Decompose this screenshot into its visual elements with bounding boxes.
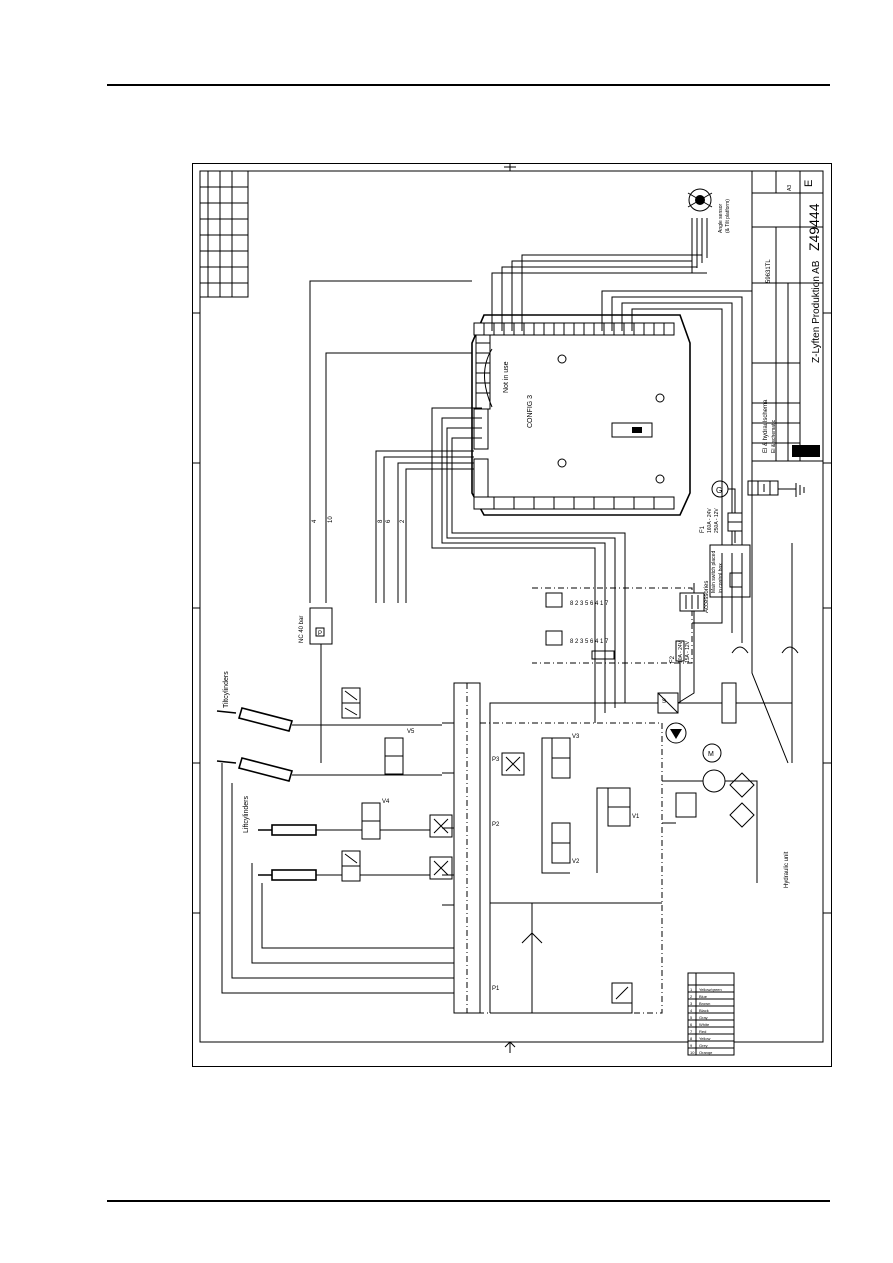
svg-text:160A - 24V: 160A - 24V bbox=[707, 508, 713, 533]
footer-rule bbox=[107, 1200, 830, 1202]
svg-text:10: 10 bbox=[690, 1050, 695, 1055]
not-in-use-label: Not in use bbox=[503, 361, 510, 393]
fuse-f1-label: F1 bbox=[700, 525, 706, 533]
valve-v5-label: V5 bbox=[407, 729, 415, 735]
svg-text:Gray: Gray bbox=[699, 1015, 708, 1020]
drawing-subtitle: El & schematic bbox=[771, 419, 777, 453]
port-p2-label: P2 bbox=[492, 822, 500, 828]
board-wiring bbox=[431, 254, 753, 583]
solenoid-label: S bbox=[662, 699, 666, 705]
svg-text:2: 2 bbox=[690, 994, 693, 999]
motor-label: M bbox=[708, 751, 714, 758]
reference-number: 59631TL bbox=[766, 259, 772, 283]
svg-text:6: 6 bbox=[690, 1022, 693, 1027]
valve-v2-label: V2 bbox=[572, 859, 580, 865]
svg-text:9: 9 bbox=[690, 1043, 693, 1048]
svg-text:5: 5 bbox=[690, 1015, 693, 1020]
valve-block-left: V5 V4 bbox=[341, 687, 453, 882]
outer-frame bbox=[192, 163, 832, 1067]
wire-number-8: 8 bbox=[378, 519, 384, 523]
svg-text:250A - 12V: 250A - 12V bbox=[714, 508, 720, 533]
svg-text:White: White bbox=[699, 1022, 710, 1027]
svg-text:Grey: Grey bbox=[699, 1043, 708, 1048]
valve-v4-label: V4 bbox=[382, 799, 390, 805]
wire-number-4: 4 bbox=[312, 519, 318, 523]
angle-sensor: Angle sensor (& Tilt platform) bbox=[687, 188, 731, 273]
main-switch-label: Main switch placed bbox=[711, 551, 717, 593]
accessories-label: Accessories bbox=[704, 581, 710, 613]
svg-text:10A - 24V: 10A - 24V bbox=[678, 640, 684, 663]
svg-text:1: 1 bbox=[690, 987, 693, 992]
svg-text:15A - 12V: 15A - 12V bbox=[685, 640, 691, 663]
power-supply: F1 160A - 24V 250A - 12V G bbox=[700, 480, 805, 763]
electrical-hydraulic-schematic: E Z49444 Z-Lyften Produktion AB 59631TL … bbox=[192, 163, 832, 1067]
tiltcylinders-label: Tiltcylinders bbox=[223, 671, 230, 708]
tilt-cylinders: Tiltcylinders bbox=[216, 671, 442, 782]
company-name: Z-Lyften Produktion AB bbox=[811, 260, 822, 363]
svg-text:P: P bbox=[318, 631, 322, 637]
relay-and-fuse-f2: S F2 10A - 24V 15A - 12V bbox=[657, 583, 737, 724]
hydraulic-unit: V3 V2 V1 bbox=[480, 702, 792, 1014]
wire-number-2: 2 bbox=[400, 519, 406, 523]
generator-label: G bbox=[716, 486, 722, 495]
port-p3-label: P3 bbox=[492, 757, 500, 763]
svg-text:3: 3 bbox=[690, 1001, 693, 1006]
drawing-number: Z49444 bbox=[806, 203, 822, 251]
control-board: Not in use CONFIG 3 bbox=[471, 314, 691, 516]
port-p1-label: P1 bbox=[492, 986, 500, 992]
svg-text:Yellow: Yellow bbox=[699, 1036, 711, 1041]
wire-number-10: 10 bbox=[328, 516, 334, 523]
drawing-title: El & hydraulschema bbox=[763, 399, 769, 453]
valve-v1-label: V1 bbox=[632, 814, 640, 820]
angle-sensor-sublabel: (& Tilt platform) bbox=[725, 199, 731, 233]
fuse-f2-label: F2 bbox=[670, 655, 676, 663]
svg-text:Orange: Orange bbox=[699, 1050, 713, 1055]
svg-text:Blue: Blue bbox=[699, 994, 708, 999]
sheet-size: A3 bbox=[787, 185, 793, 191]
config-label: CONFIG 3 bbox=[527, 395, 534, 428]
connector-b-pins: 8 2 3 5 6 4 1 7 bbox=[570, 639, 609, 645]
connector-a-pins: 8 2 3 5 6 4 1 7 bbox=[570, 601, 609, 607]
connector-blocks: 8 2 3 5 6 4 1 7 8 2 3 5 6 4 1 7 bbox=[532, 587, 705, 664]
svg-text:Brown: Brown bbox=[699, 1001, 710, 1006]
svg-text:Yellow/green: Yellow/green bbox=[699, 987, 722, 992]
left-wiring bbox=[309, 280, 474, 603]
pump-motor-group: M Hydraulic unit bbox=[662, 722, 790, 888]
nc-valve-label: NC 40 bar bbox=[299, 616, 305, 643]
manifold: P1 P2 P3 bbox=[221, 682, 500, 1014]
svg-text:4: 4 bbox=[690, 1008, 693, 1013]
svg-text:Black: Black bbox=[699, 1008, 709, 1013]
accessories-box: Accessories Main switch placed in contro… bbox=[704, 544, 799, 654]
svg-text:8: 8 bbox=[690, 1036, 693, 1041]
revision-grid bbox=[199, 170, 249, 298]
header-rule bbox=[107, 84, 830, 86]
liftcylinders-label: Liftcylinders bbox=[243, 796, 250, 833]
inner-frame bbox=[199, 170, 824, 1043]
valve-v3-label: V3 bbox=[572, 734, 580, 740]
pressure-switch: P NC 40 bar bbox=[299, 607, 333, 763]
title-block: E Z49444 Z-Lyften Produktion AB 59631TL … bbox=[751, 170, 824, 462]
revision-label: E bbox=[803, 180, 815, 187]
svg-text:in control box: in control box bbox=[718, 563, 724, 593]
svg-text:Red: Red bbox=[699, 1029, 706, 1034]
angle-sensor-label: Angle sensor bbox=[718, 203, 724, 233]
svg-text:7: 7 bbox=[690, 1029, 693, 1034]
hydraulic-unit-label: Hydraulic unit bbox=[784, 851, 790, 888]
wire-number-6: 6 bbox=[386, 519, 392, 523]
